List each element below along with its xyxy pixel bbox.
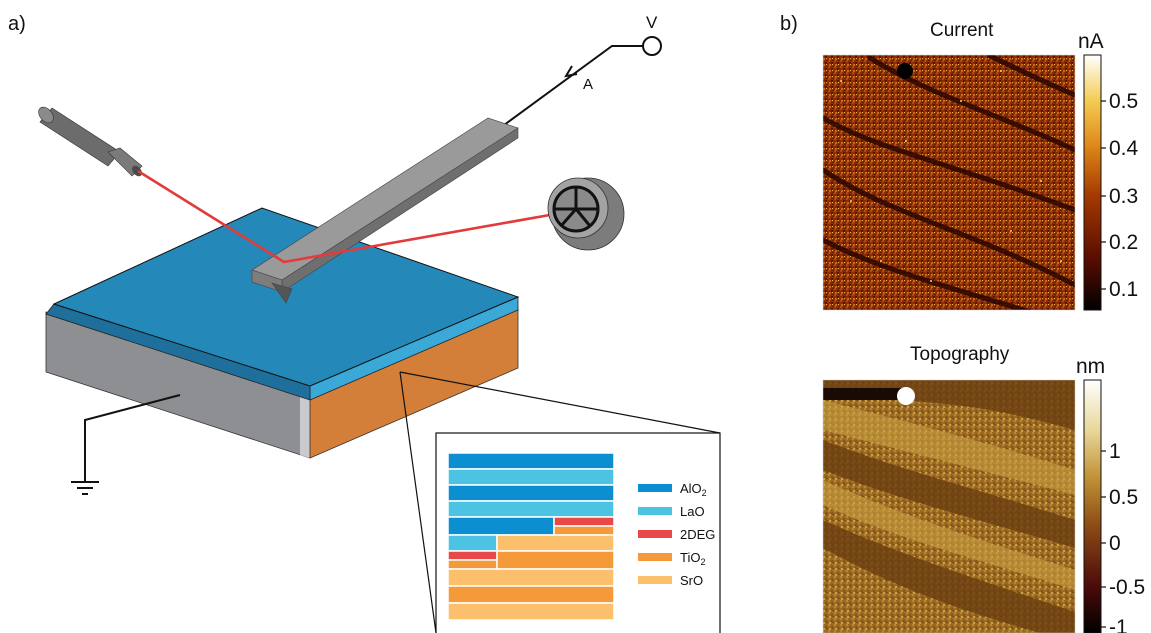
topography-map-image bbox=[823, 380, 1075, 633]
colorbar-tick-label: 0.5 bbox=[1109, 90, 1138, 113]
legend-swatch-tio bbox=[638, 553, 672, 561]
current-label: A bbox=[583, 76, 593, 93]
colorbar-tick-label: 1 bbox=[1109, 440, 1121, 463]
colorbar-tick-label: -1 bbox=[1109, 616, 1128, 633]
panel-a-label: a) bbox=[8, 13, 26, 35]
legend-swatch-sro bbox=[638, 576, 672, 584]
legend-swatch-alo bbox=[638, 484, 672, 492]
legend-label-tio: TiO2 bbox=[680, 550, 705, 567]
current-colorbar-ticks: 0.5 0.4 0.3 0.2 0.1 bbox=[1101, 90, 1139, 301]
laser-source bbox=[38, 106, 143, 177]
legend-swatch-lao bbox=[638, 507, 672, 515]
current-map-title: Current bbox=[930, 20, 994, 41]
topography-colorbar bbox=[1083, 379, 1102, 633]
legend-label-alo: AlO2 bbox=[680, 481, 707, 498]
voltage-wire bbox=[499, 36, 662, 129]
colorbar-tick-label: -0.5 bbox=[1109, 576, 1145, 599]
current-colorbar-unit: nA bbox=[1078, 30, 1104, 53]
ground-symbol bbox=[71, 394, 181, 495]
current-map-frame bbox=[822, 54, 1076, 311]
zoom-callout-lines bbox=[399, 371, 721, 633]
topography-colorbar-unit: nm bbox=[1076, 355, 1105, 378]
legend-label-sro: SrO bbox=[680, 573, 703, 588]
panel-b-label: b) bbox=[780, 13, 798, 35]
topography-colorbar-ticks: 1 0.5 0 -0.5 -1 bbox=[1101, 440, 1145, 633]
colorbar-tick-label: 0.2 bbox=[1109, 231, 1138, 254]
stack-layers bbox=[447, 452, 615, 621]
colorbar-tick-label: 0 bbox=[1109, 532, 1121, 555]
legend-swatch-2deg bbox=[638, 530, 672, 538]
photodetector bbox=[547, 177, 625, 251]
colorbar-tick-label: 0.3 bbox=[1109, 185, 1138, 208]
colorbar-tick-label: 0.1 bbox=[1109, 278, 1138, 301]
topography-map-title: Topography bbox=[910, 344, 1010, 365]
colorbar-tick-label: 0.4 bbox=[1109, 137, 1139, 160]
current-colorbar bbox=[1083, 54, 1102, 311]
substrate-block bbox=[45, 207, 520, 459]
topography-map-frame bbox=[822, 379, 1076, 633]
colorbar-tick-label: 0.5 bbox=[1109, 486, 1138, 509]
legend-label-2deg: 2DEG bbox=[680, 527, 715, 542]
legend-label-lao: LaO bbox=[680, 504, 705, 519]
current-map-image bbox=[823, 55, 1075, 310]
cantilever-tip bbox=[271, 282, 293, 304]
voltage-label: V bbox=[646, 13, 658, 32]
substrate-side-highlight bbox=[300, 395, 310, 458]
laser-beam bbox=[137, 169, 579, 264]
